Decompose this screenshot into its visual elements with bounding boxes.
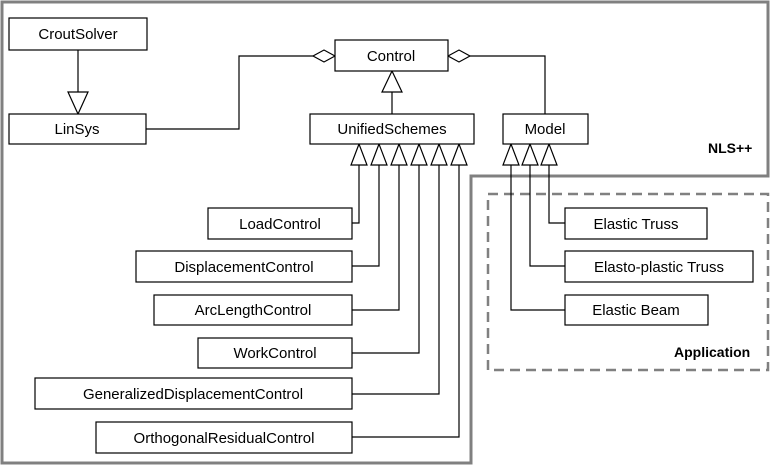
class-elasto-plastic-truss: Elasto-plastic Truss (564, 250, 754, 283)
class-lin-sys: LinSys (8, 113, 147, 145)
workcontrol-link (352, 165, 420, 354)
model-arrow-3 (540, 142, 558, 166)
unified-arrow-5 (430, 142, 448, 166)
class-unified-schemes: UnifiedSchemes (309, 113, 475, 145)
class-model: Model (502, 113, 589, 145)
class-crout-solver: CroutSolver (8, 17, 148, 51)
application-region-border (486, 192, 770, 372)
svg-text:CroutSolver: CroutSolver (38, 26, 117, 43)
svg-text:Model: Model (525, 121, 566, 138)
linsys-control-line (146, 55, 313, 130)
elasticbeam-link (510, 165, 565, 311)
unified-arrow-3 (390, 142, 408, 166)
application-region-label: Application (674, 344, 750, 360)
elastictruss-link (548, 165, 565, 224)
svg-text:DisplacementControl: DisplacementControl (174, 259, 313, 276)
svg-text:Elasto-plastic Truss: Elasto-plastic Truss (594, 259, 724, 276)
svg-text:OrthogonalResidualControl: OrthogonalResidualControl (134, 430, 315, 447)
loadcontrol-link (352, 165, 360, 224)
nls-region-label: NLS++ (708, 140, 752, 156)
svg-text:UnifiedSchemes: UnifiedSchemes (337, 121, 446, 138)
class-displacement-control: DisplacementControl (135, 250, 353, 283)
class-control: Control (334, 39, 449, 72)
control-aggregation-diamond-left (311, 49, 337, 63)
unified-arrow-1 (350, 142, 368, 166)
svg-text:Control: Control (367, 48, 415, 65)
svg-text:Elastic Truss: Elastic Truss (593, 216, 678, 233)
svg-text:GeneralizedDisplacementControl: GeneralizedDisplacementControl (83, 386, 303, 403)
elastoplastictruss-link (529, 165, 565, 267)
svg-text:ArcLengthControl: ArcLengthControl (195, 302, 312, 319)
class-load-control: LoadControl (207, 207, 353, 240)
generalizeddisplacement-link (352, 165, 440, 395)
linsys-generalization-arrow (67, 91, 89, 116)
model-control-line (470, 55, 546, 114)
model-arrow-2 (521, 142, 539, 166)
class-work-control: WorkControl (197, 337, 353, 369)
svg-text:LoadControl: LoadControl (239, 216, 321, 233)
model-arrow-1 (502, 142, 520, 166)
svg-text:WorkControl: WorkControl (233, 345, 316, 362)
arclengthcontrol-link (352, 165, 400, 311)
unified-arrow-4 (410, 142, 428, 166)
unified-arrow-6 (450, 142, 468, 166)
class-generalized-displacement-control: GeneralizedDisplacementControl (34, 377, 353, 410)
class-orthogonal-residual-control: OrthogonalResidualControl (95, 421, 353, 454)
class-arc-length-control: ArcLengthControl (153, 294, 353, 326)
svg-text:Elastic Beam: Elastic Beam (592, 302, 680, 319)
orthogonalresidual-link (352, 165, 460, 438)
displacementcontrol-link (352, 165, 380, 267)
control-generalization-arrow (381, 69, 403, 93)
unified-arrow-2 (370, 142, 388, 166)
class-elastic-truss: Elastic Truss (564, 207, 708, 240)
svg-text:LinSys: LinSys (54, 121, 99, 138)
control-aggregation-diamond-right (446, 49, 472, 63)
class-elastic-beam: Elastic Beam (564, 294, 709, 326)
